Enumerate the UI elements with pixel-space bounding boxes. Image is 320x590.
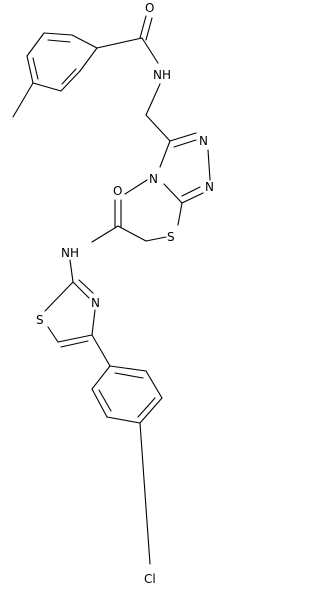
bond-nh-ch2 [145,83,161,116]
triazole-ring [159,132,211,204]
toluene-ring [26,32,98,92]
atom-nh-amide1: NH [153,68,171,82]
bond-thiazole-aryl [91,334,111,367]
n-methyl-bond [124,179,148,195]
atom-n-triazole-a: N [199,134,208,148]
atom-n-thiazole: N [91,296,100,310]
bond-aryl-carbonyl [96,37,143,49]
atom-s-thioether: S [167,230,175,244]
atom-nh-amide2: NH [61,246,79,260]
methyl-bond-aryl [12,82,34,118]
bond-carbonyl-nh [141,37,159,64]
atom-n-triazole-b: N [205,180,214,194]
bond-carbonyl2-nh [91,225,119,243]
atom-cl: Cl [144,572,156,586]
bond-ch2-triazole [145,114,171,142]
molecule-structure: O NH N N N O S NH S N Cl [12,1,214,586]
atom-o-amide2: O [113,184,122,198]
atom-o-amide1: O [145,1,154,15]
bond-triazole-s [177,202,183,226]
bond-s-ch2 [145,236,167,242]
bond-ch2-carbonyl2 [117,225,147,242]
thiazole-ring [44,279,96,348]
bond-aryl-cl [139,422,151,565]
chlorophenyl-ring [91,365,163,424]
bond-nh-thiazole [69,259,74,283]
carbonyl1-double-bond [139,15,147,39]
atom-s-thiazole: S [36,313,44,327]
atom-n-triazole-methyl: N [149,172,158,186]
